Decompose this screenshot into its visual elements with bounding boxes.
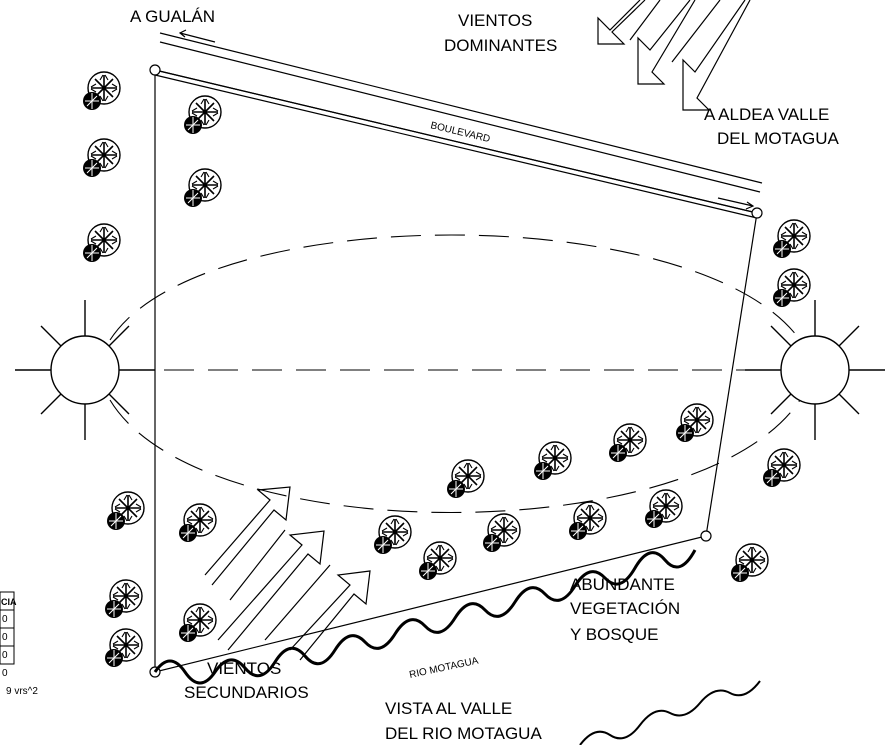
tree-icon [772, 268, 811, 308]
dominant-winds-label-2: DOMINANTES [444, 36, 557, 55]
tree-icon [675, 403, 714, 443]
table-header: CIA [1, 597, 17, 607]
area-table: CIA 0 0 0 0 9 vrs^2 [0, 591, 38, 697]
tree-icon [533, 441, 572, 481]
table-area: 9 vrs^2 [6, 686, 38, 697]
boundary-marker [149, 64, 161, 76]
tree-icon [104, 579, 143, 619]
tree-icon [762, 448, 801, 488]
dominant-winds-label-1: VIENTOS [458, 11, 532, 30]
tree-icon [373, 515, 412, 555]
boundary-marker [751, 207, 763, 219]
to-aldea-label-2: DEL MOTAGUA [717, 129, 840, 148]
river [153, 549, 761, 745]
tree-icon [106, 491, 145, 531]
view-label-2: DEL RIO MOTAGUA [385, 724, 542, 743]
to-gualan-label: A GUALÁN [130, 7, 215, 26]
tree-icon [446, 459, 485, 499]
tree-icon [183, 168, 222, 208]
tree-icon [82, 223, 121, 263]
sun-east-icon [15, 300, 155, 440]
tree-icon [82, 71, 121, 111]
vegetation-label-1: ABUNDANTE [570, 575, 675, 594]
secondary-wind-arrows [204, 486, 371, 661]
view-label-1: VISTA AL VALLE [385, 699, 512, 718]
river-label: RIO MOTAGUA [408, 655, 479, 680]
secondary-winds-label-2: SECUNDARIOS [184, 683, 309, 702]
boundary-marker [700, 530, 712, 542]
tree-icon [644, 489, 683, 529]
sun-west-icon [745, 300, 885, 440]
tree-icon [104, 628, 143, 668]
sun-path [109, 234, 801, 514]
tree-icon [178, 603, 217, 643]
vegetation-label-2: VEGETACIÓN [570, 599, 680, 618]
vegetation-label-3: Y BOSQUE [570, 625, 659, 644]
tree-icon [183, 95, 222, 135]
tree-icon [568, 501, 607, 541]
boulevard: BOULEVARD [154, 29, 763, 219]
tree-icon [608, 423, 647, 463]
table-cell: 0 [2, 632, 8, 643]
tree-icon [730, 543, 769, 583]
to-aldea-label-1: A ALDEA VALLE [704, 105, 829, 124]
table-cell: 0 [2, 614, 8, 625]
tree-icon [178, 503, 217, 543]
tree-icon [772, 219, 811, 259]
table-cell: 0 [2, 668, 8, 679]
dominant-wind-arrows [597, 0, 751, 111]
tree-icon [418, 541, 457, 581]
tree-icon [482, 513, 521, 553]
tree-icon [82, 138, 121, 178]
boulevard-label: BOULEVARD [429, 120, 491, 145]
table-cell: 0 [2, 650, 8, 661]
secondary-winds-label-1: VIENTOS [207, 659, 281, 678]
